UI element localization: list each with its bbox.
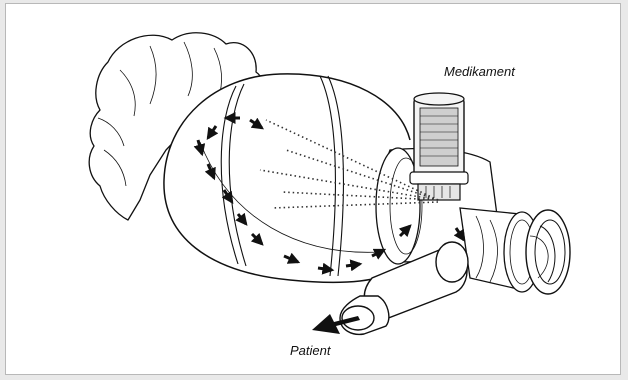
medication-label: Medikament [444, 64, 515, 79]
patient-valve-cap [526, 210, 570, 294]
patient-label: Patient [290, 343, 330, 358]
medication-canister [410, 93, 468, 200]
